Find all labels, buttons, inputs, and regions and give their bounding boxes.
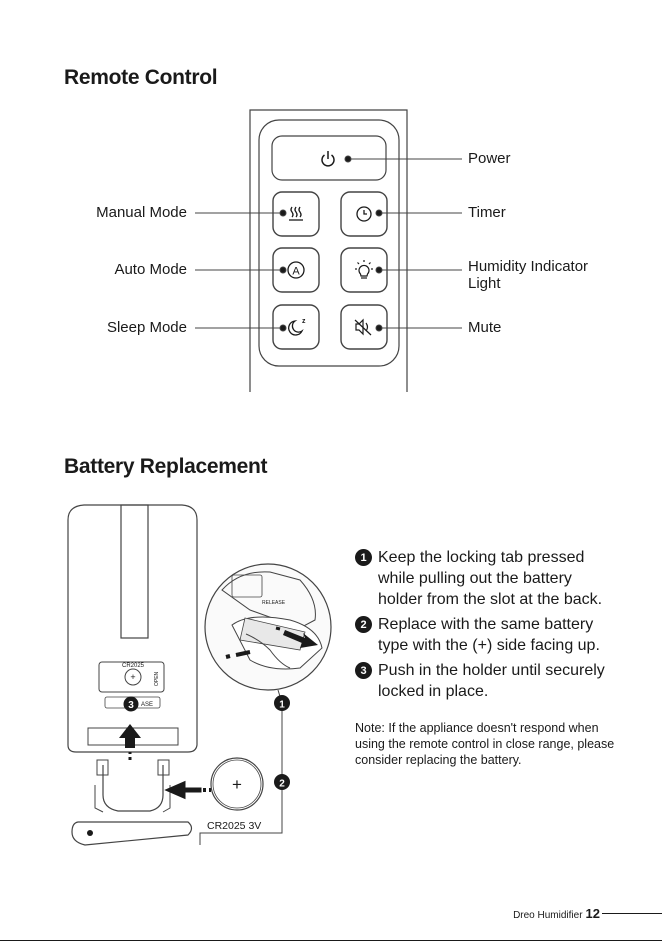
step-2-line-1: Replace with the same battery xyxy=(378,616,594,633)
bulb-icon xyxy=(355,260,373,279)
battery-illustration: + CR2025 OPEN ASE 3 + RELEASE 1 2 CR2025… xyxy=(67,504,332,846)
bottom-rule xyxy=(0,940,662,941)
timer-button[interactable] xyxy=(340,191,388,237)
coin-plus-text: + xyxy=(232,775,242,794)
label-humidity-2: Light xyxy=(468,275,501,292)
label-power: Power xyxy=(468,150,511,167)
callout-1: 1 xyxy=(279,700,285,711)
page-number: 12 xyxy=(585,906,600,921)
step-3-line-1: Push in the holder until securely xyxy=(378,662,605,679)
speaker-mute-icon xyxy=(354,318,372,336)
sleep-mode-button[interactable] xyxy=(272,304,320,350)
power-icon xyxy=(321,151,335,167)
label-humidity-1: Humidity Indicator xyxy=(468,258,589,275)
note-text: Note: If the appliance doesn't respond w… xyxy=(355,721,615,767)
mist-icon xyxy=(289,206,303,221)
release-text-short: ASE xyxy=(141,702,153,708)
footer-brand: Dreo Humidifier xyxy=(513,910,583,921)
mute-button[interactable] xyxy=(340,304,388,350)
coin-label: CR2025 3V xyxy=(207,820,261,832)
release-text: RELEASE xyxy=(262,600,286,606)
label-sleep-mode: Sleep Mode xyxy=(106,319,187,336)
step-1-line-1: Keep the locking tab pressed xyxy=(378,549,585,566)
svg-text:A: A xyxy=(292,266,300,278)
section-title-battery: Battery Replacement xyxy=(64,455,268,478)
step-1-line-2: while pulling out the battery xyxy=(378,570,572,587)
open-text: OPEN xyxy=(154,671,160,686)
step-3: 3 Push in the holder until securely lock… xyxy=(355,660,655,702)
step-2-number: 2 xyxy=(355,616,372,633)
step-2: 2 Replace with the same battery type wit… xyxy=(355,614,655,656)
step-1-line-3: holder from the slot at the back. xyxy=(378,591,603,608)
footer-rule xyxy=(602,913,662,914)
clock-icon xyxy=(356,206,372,222)
step-2-line-2: type with the (+) side facing up. xyxy=(378,637,600,654)
callout-2: 2 xyxy=(279,779,285,790)
step-1-number: 1 xyxy=(355,549,372,566)
step-1: 1 Keep the locking tab pressed while pul… xyxy=(355,547,655,610)
step-3-line-2: locked in place. xyxy=(378,683,489,700)
remote-diagram: A z xyxy=(195,109,462,392)
moon-z-icon: z xyxy=(288,318,306,336)
label-timer: Timer xyxy=(468,204,506,221)
manual-mode-button[interactable] xyxy=(272,191,320,237)
label-manual-mode: Manual Mode xyxy=(96,204,187,221)
steps-list: 1 Keep the locking tab pressed while pul… xyxy=(355,547,655,706)
holder-text: CR2025 xyxy=(122,663,145,669)
svg-text:z: z xyxy=(302,318,306,325)
step-3-number: 3 xyxy=(355,662,372,679)
label-mute: Mute xyxy=(468,319,502,336)
power-button[interactable] xyxy=(271,135,387,181)
svg-text:+: + xyxy=(130,672,135,682)
auto-a-icon: A xyxy=(287,261,305,279)
section-title-remote: Remote Control xyxy=(64,66,218,89)
callout-3: 3 xyxy=(128,700,134,711)
label-auto-mode: Auto Mode xyxy=(114,261,187,278)
